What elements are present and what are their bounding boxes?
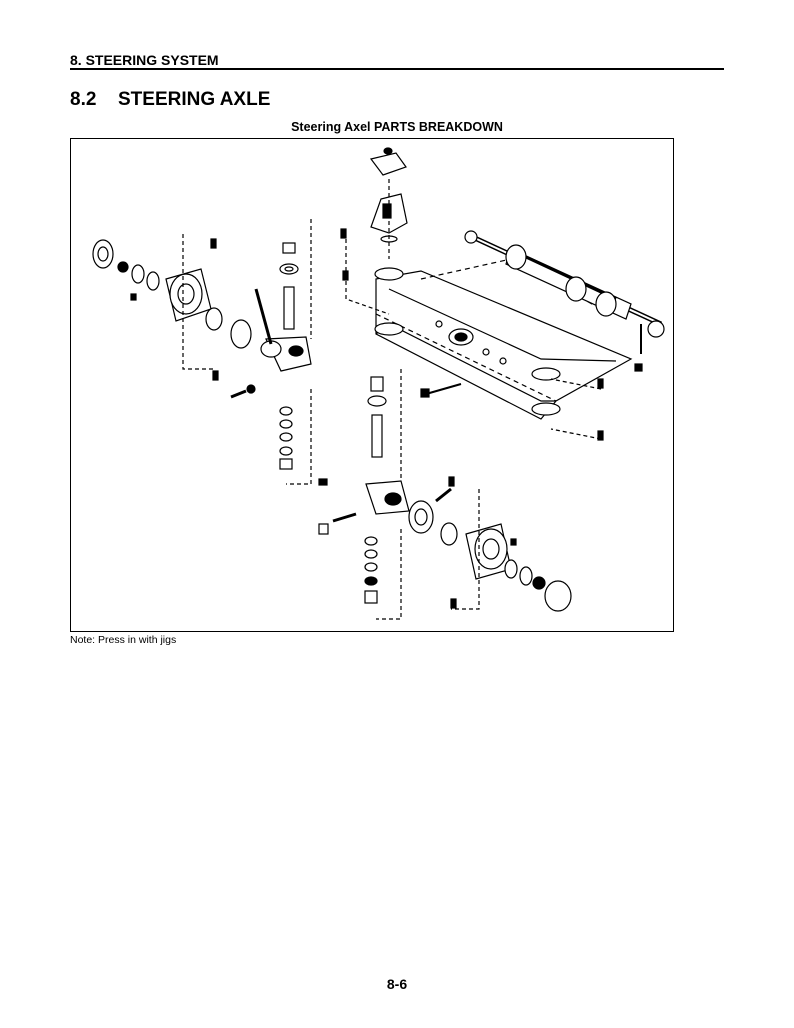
left-kingpin-stack (279, 219, 328, 486)
section-heading: 8.2 STEERING AXLE (70, 89, 270, 111)
top-mount (369, 147, 408, 259)
left-hub-assembly (92, 234, 252, 381)
center-kingpin (367, 369, 402, 479)
figure-note: Note: Press in with jigs (70, 634, 177, 646)
beam-bolts (340, 228, 604, 441)
right-knuckle (318, 480, 452, 620)
parts-breakdown-figure (70, 138, 674, 632)
section-title: STEERING AXLE (118, 89, 271, 110)
header-rule (70, 68, 724, 70)
left-knuckle (230, 288, 312, 399)
axle-beam (374, 258, 633, 420)
right-hub-assembly (440, 476, 572, 612)
figure-title: Steering Axel PARTS BREAKDOWN (291, 120, 503, 134)
section-number: 8.2 (70, 89, 97, 110)
page-number: 8-6 (386, 976, 408, 992)
exploded-axle-drawing (92, 147, 665, 620)
steering-cylinder (464, 230, 665, 372)
chapter-heading: 8. STEERING SYSTEM (70, 52, 219, 68)
